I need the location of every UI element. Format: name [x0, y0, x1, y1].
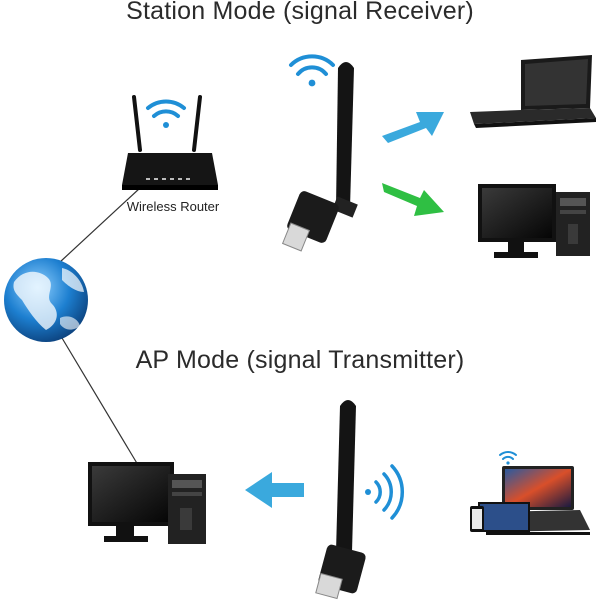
- phone-icon: [470, 506, 484, 532]
- arrow-icon: [245, 472, 304, 508]
- usb-adapter-icon: [281, 62, 358, 252]
- station-mode-title: Station Mode (signal Receiver): [126, 0, 474, 25]
- ap-mode-title: AP Mode (signal Transmitter): [135, 346, 465, 374]
- desktop-pc-icon: [88, 462, 206, 544]
- signal-waves-icon: [365, 464, 405, 520]
- desktop-pc-icon: [478, 184, 590, 258]
- router-globe-line: [59, 187, 141, 263]
- wifi-icon: [499, 451, 517, 465]
- wifi-icon: [289, 54, 335, 87]
- arrow-icon: [382, 112, 444, 143]
- globe-icon: [4, 258, 88, 342]
- laptop-icon: [470, 55, 596, 128]
- desktop-pc-icon: [478, 502, 530, 532]
- router-icon: [122, 95, 218, 190]
- arrow-icon: [382, 183, 444, 216]
- wifi-icon: [146, 99, 186, 128]
- router-label: Wireless Router: [126, 199, 220, 214]
- usb-adapter-icon: [315, 400, 366, 600]
- globe-pc-line: [61, 337, 139, 466]
- laptop-icon: [486, 466, 590, 535]
